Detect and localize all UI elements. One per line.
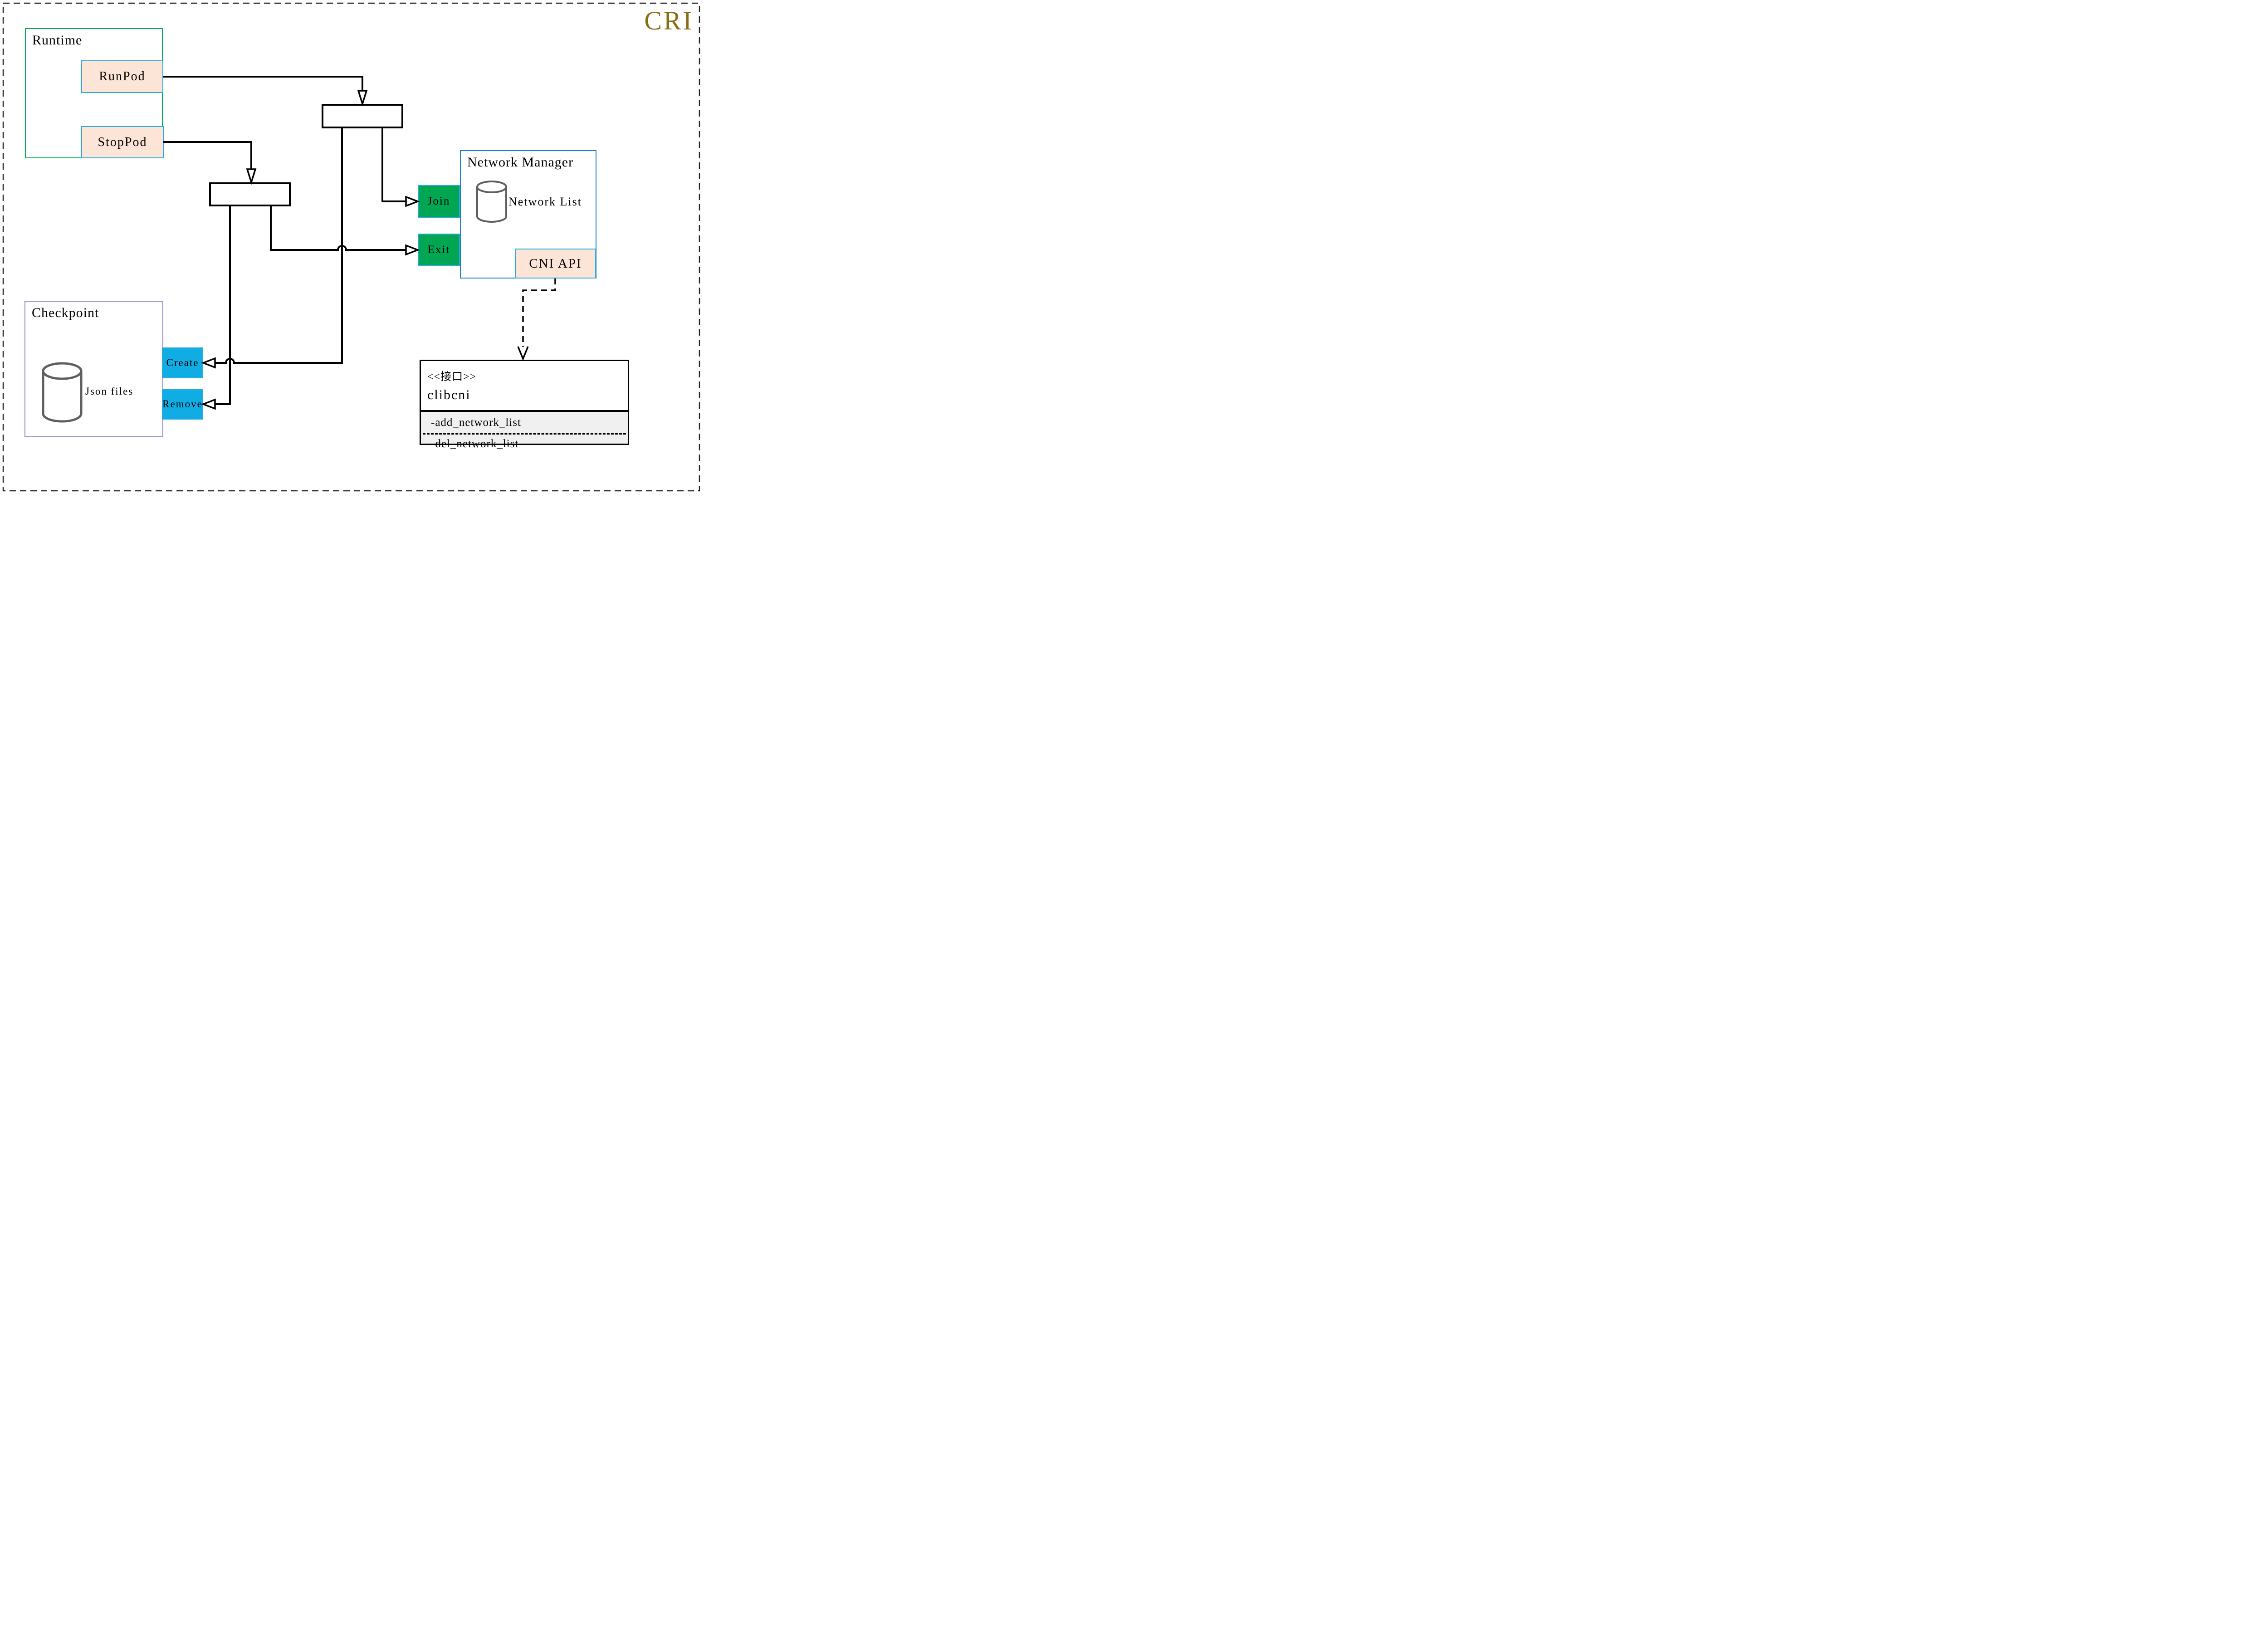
join-node: Join (418, 185, 460, 218)
remove-node: Remove (162, 389, 203, 420)
checkpoint-title: Checkpoint (32, 305, 99, 320)
clibcni-interface-box: <<接口>> clibcni -add_network_list -del_ne… (420, 360, 629, 450)
connector-cni-api-to-clibcni (522, 279, 556, 347)
diagram-title: CRI (644, 6, 694, 35)
arrowhead-open-clibcni (517, 346, 529, 361)
runpod-label: RunPod (99, 69, 146, 83)
pod-network-junction-node-top (322, 104, 403, 128)
connector-runpod-to-junction (163, 76, 363, 91)
runpod-node: RunPod (81, 60, 163, 93)
remove-label: Remove (162, 398, 203, 410)
stoppod-label: StopPod (98, 135, 147, 149)
exit-node: Exit (418, 234, 460, 266)
create-label: Create (166, 357, 199, 368)
clibcni-name: clibcni (427, 387, 471, 402)
method-add-network-list: -add_network_list (431, 416, 521, 429)
connector-junction-to-exit (270, 206, 406, 251)
pod-network-junction-node-bottom (209, 182, 291, 206)
arrowhead-down-junction-bottom (246, 168, 257, 185)
connector-stoppod-to-junction (163, 141, 252, 169)
arrowhead-left-remove (201, 398, 216, 410)
runtime-title: Runtime (32, 33, 83, 48)
connector-junction-to-create (215, 128, 343, 364)
methods-divider (423, 433, 626, 435)
exit-label: Exit (427, 243, 450, 256)
interface-stereotype: <<接口>> (427, 371, 477, 383)
arrowhead-down-junction-top (357, 90, 368, 107)
method-del-network-list: -del_network_list (431, 438, 519, 450)
database-cylinder-icon (476, 181, 507, 223)
connector-junction-to-join (381, 128, 406, 202)
join-label: Join (427, 195, 450, 207)
arrowhead-left-create (201, 357, 216, 369)
database-cylinder-icon (42, 362, 83, 423)
clibcni-methods-compartment: -add_network_list -del_network_list (421, 410, 628, 450)
arrowhead-right-join (405, 195, 420, 207)
stoppod-node: StopPod (81, 126, 164, 158)
cni-api-node: CNI API (515, 249, 596, 279)
clibcni-title-compartment: <<接口>> clibcni (421, 361, 628, 410)
create-node: Create (162, 347, 203, 378)
network-list-label: Network List (508, 195, 582, 208)
arrowhead-right-exit (405, 244, 420, 256)
connector-junction-to-remove (215, 206, 231, 405)
json-files-label: Json files (85, 386, 134, 397)
network-manager-title: Network Manager (467, 155, 574, 170)
cni-api-label: CNI API (529, 256, 582, 271)
